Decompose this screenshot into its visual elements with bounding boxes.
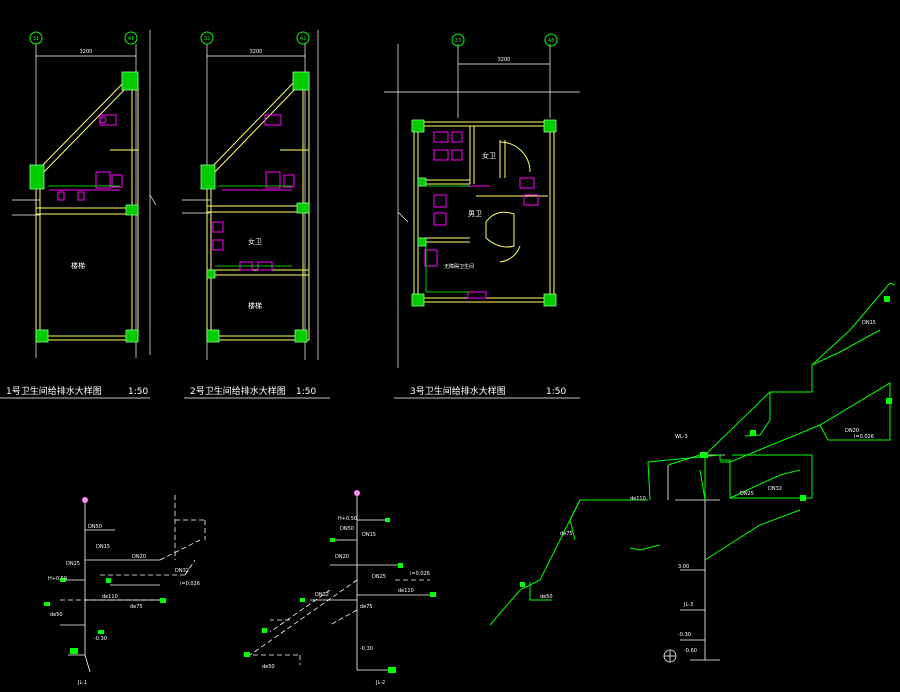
room-label: 男卫 [468,210,482,218]
outlet-symbol [663,649,677,663]
pipe-label: -0.30 [94,636,107,642]
pipe-label: DN15 [362,532,376,538]
grid-label: 33 [455,38,461,44]
pipe-label: DN32 [768,486,782,492]
pipe-label: DN50 [88,524,102,530]
pipe-label: WL-3 [675,434,688,440]
plan-scale: 1:50 [296,387,316,397]
isometric-right: DN32 DN25 DN20 DN15 de110 de75 de50 i=0.… [489,282,896,663]
room-label: 女卫 [248,237,262,246]
level-label: -0.30 [678,632,691,638]
grid-bubble-31: 31 [29,31,43,45]
pipe-label: DN25 [66,561,80,567]
plan-3: 33 43 3200 [384,33,580,399]
grid-bubble-42: 42 [296,31,310,45]
pipe-label: de110 [630,496,646,502]
room-label: 女卫 [482,151,496,160]
pipe-label: de50 [50,612,63,618]
pipe-label: DN32 [175,568,189,574]
isometric-middle: DN50 DN15 DN20 DN25 DN32 de110 de75 de50… [244,490,436,686]
pipe-label: de50 [540,594,553,600]
pipe-label: de75 [360,604,373,610]
pipe-label: i=0.026 [180,581,200,587]
pipe-label: H+0.50 [338,516,357,522]
level-label: -0.60 [684,648,697,654]
level-label: 3.00 [678,564,689,570]
pipe-label: de110 [398,588,414,594]
grid-bubble-32: 32 [200,31,214,45]
plan-scale: 1:50 [128,387,148,397]
dimension-text: 3200 [80,49,93,55]
grid-bubble-33: 33 [451,33,465,47]
pipe-label: DN50 [340,526,354,532]
room-label: 楼梯 [248,301,262,310]
pipe-label: H+0.50 [48,576,67,582]
pipe-label: i=0.026 [854,434,874,440]
pipe-label: JL-2 [375,680,385,686]
pipe-label: -0.30 [360,646,373,652]
pipe-label: DN15 [862,320,876,326]
pipe-label: JL-3 [683,602,693,608]
pipe-label: de75 [130,604,143,610]
dimension-text: 3200 [250,49,263,55]
dimension-text: 3200 [498,57,511,63]
pipe-label: DN20 [845,428,859,434]
pipe-label: DN15 [96,544,110,550]
pipe-label: JL-1 [77,680,87,686]
pipe-label: de50 [262,664,275,670]
grid-label: 31 [33,36,39,42]
grid-label: 32 [204,36,210,42]
plan-scale: 1:50 [546,387,566,397]
pipe-label: DN20 [335,554,349,560]
grid-bubble-41: 41 [124,31,138,45]
pipe-label: i=0.026 [410,571,430,577]
grid-bubble-43: 43 [544,33,558,47]
grid-label: 42 [300,36,306,42]
pipe-label: DN25 [372,574,386,580]
pipe-label: DN25 [740,491,754,497]
isometric-left: DN50 DN15 DN20 DN25 DN32 de110 de75 de50… [44,495,206,686]
plan-title: 2号卫生间给排水大样图 [190,385,286,397]
plan-title: 3号卫生间给排水大样图 [410,385,506,397]
pipe-label: de110 [102,594,118,600]
plan-2: 32 42 3200 [182,30,330,399]
plan-1: 31 41 3200 [0,30,157,399]
pipe-label: DN20 [132,554,146,560]
pipe-label: DN32 [315,592,329,598]
grid-label: 41 [128,36,134,42]
room-label: 无障碍卫生间 [444,263,474,270]
pipe-label: de75 [560,531,573,537]
grid-label: 43 [548,38,554,44]
room-label: 楼梯 [71,261,85,270]
plan-title: 1号卫生间给排水大样图 [6,385,102,397]
